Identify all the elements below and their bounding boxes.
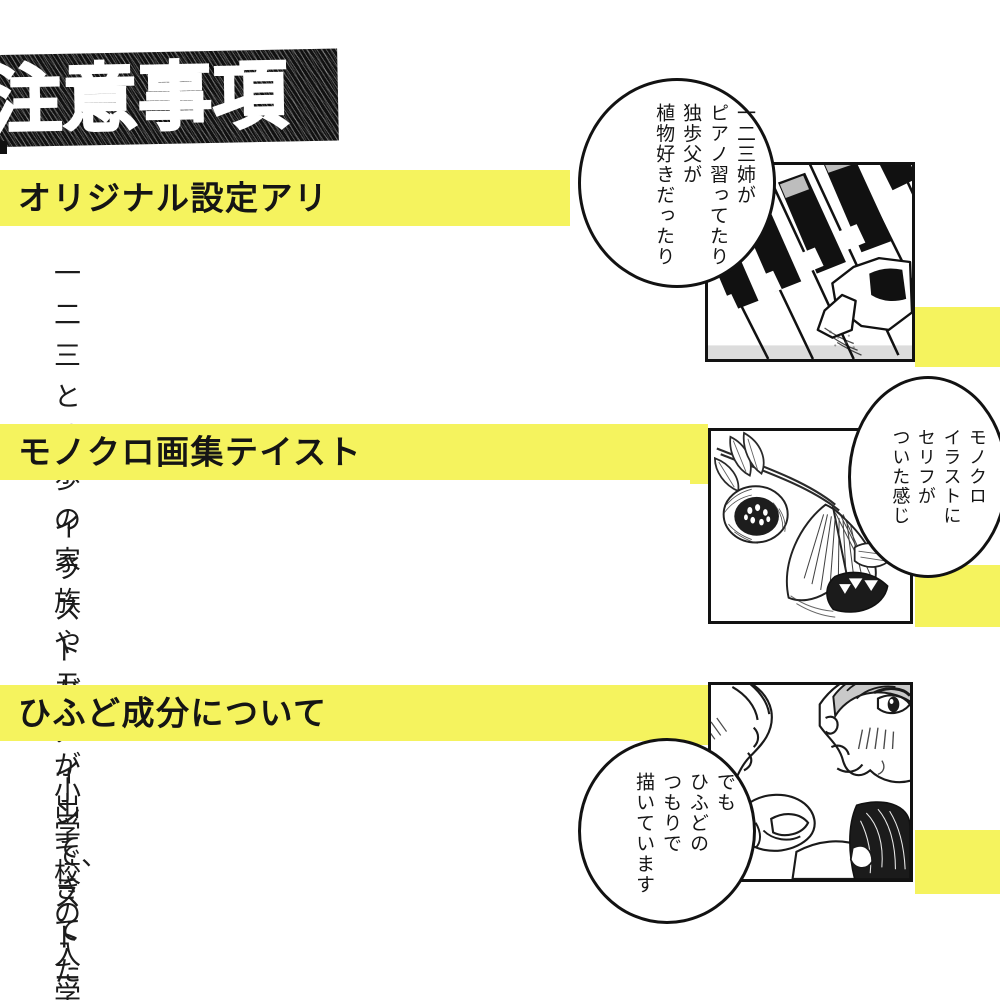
accent-block-right-3: [915, 830, 1000, 894]
section-2-heading-text: モノクロ画集テイスト: [18, 432, 363, 472]
speech-bubble-3: でも ひふどの つもりで 描いています: [578, 738, 756, 924]
speech-bubble-2-text: モノクロ イラストに セリフが ついた感じ: [890, 428, 987, 526]
speech-bubble-3-text: でも ひふどの つもりで 描いています: [633, 771, 735, 895]
section-3-heading-bar: ひふど成分について: [0, 685, 705, 741]
section-3-heading-text: ひふど成分について: [18, 693, 328, 733]
section-2-heading-bar: モノクロ画集テイスト: [0, 424, 705, 480]
accent-block-right-1: [915, 307, 1000, 367]
title-accent-tick: [0, 141, 7, 154]
accent-block-left-3: [690, 685, 708, 745]
speech-bubble-2: モノクロ イラストに セリフが ついた感じ: [848, 376, 1000, 578]
manga-panel-characters: [708, 682, 913, 882]
section-1-heading-bar: オリジナル設定アリ: [0, 170, 570, 226]
accent-block-left-2: [690, 424, 708, 484]
speech-bubble-1: 一二三姉が ピアノ習ってたり 独歩父が 植物好きだったり: [578, 78, 776, 288]
section-1-heading-text: オリジナル設定アリ: [18, 178, 329, 218]
page-title: 注意事項: [0, 48, 339, 148]
section-3-body-text: 小学校の入学式までの話なので 幼馴染の会話は少なめです。: [54, 776, 83, 1000]
speech-bubble-1-text: 一二三姉が ピアノ習ってたり 独歩父が 植物好きだったり: [653, 103, 755, 267]
page-title-text: 注意事項: [0, 51, 290, 145]
